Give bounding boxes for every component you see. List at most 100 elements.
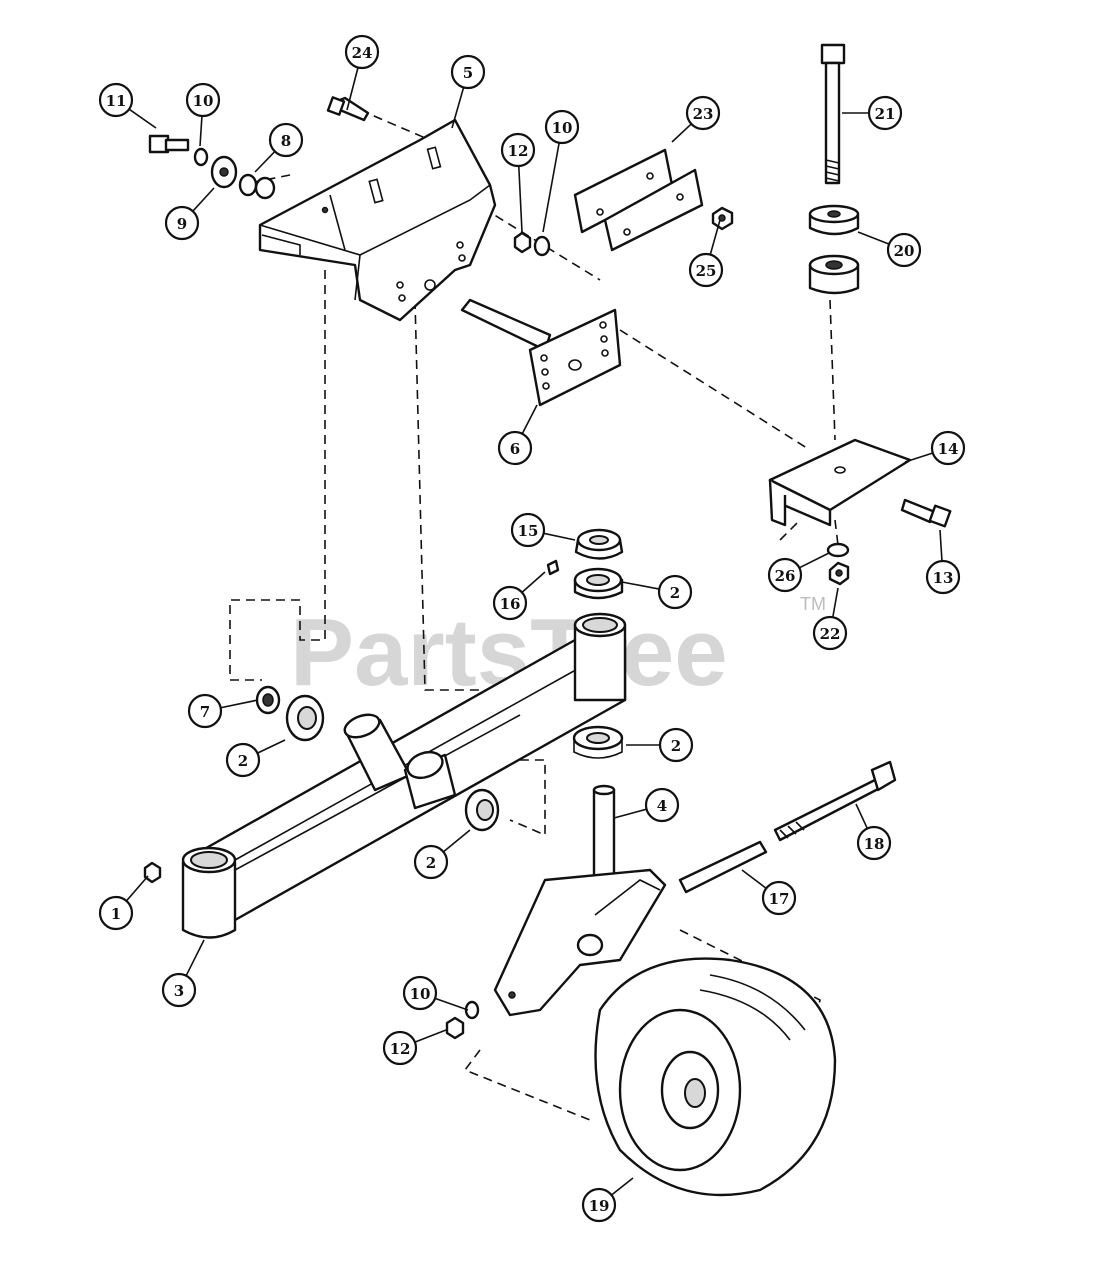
callout-leader bbox=[621, 581, 660, 590]
bearings-7-2 bbox=[255, 685, 624, 832]
callout-leader bbox=[414, 1029, 447, 1043]
callout-21: 21 bbox=[842, 95, 903, 131]
callout-label: 15 bbox=[518, 522, 539, 540]
callout-label: 18 bbox=[864, 835, 885, 853]
callout-leader bbox=[254, 150, 276, 173]
part-23-plates bbox=[573, 148, 704, 252]
callout-label: 23 bbox=[693, 105, 714, 123]
callout-label: 8 bbox=[281, 132, 291, 150]
callout-bubble bbox=[867, 95, 903, 131]
callout-label: 21 bbox=[875, 105, 896, 123]
callout-bubble bbox=[644, 787, 680, 823]
callout-8: 8 bbox=[254, 122, 304, 173]
callout-leader bbox=[798, 552, 830, 569]
callout-label: 5 bbox=[463, 64, 473, 82]
callout-label: 3 bbox=[174, 982, 184, 1000]
callout-11: 11 bbox=[98, 82, 157, 129]
callout-label: 19 bbox=[589, 1197, 610, 1215]
upper-bearing-stack bbox=[546, 528, 624, 600]
callout-leader bbox=[904, 452, 934, 463]
callout-label: 20 bbox=[894, 242, 915, 260]
callout-bubble bbox=[812, 615, 848, 651]
part-6-bracket bbox=[460, 298, 622, 407]
callout-label: 4 bbox=[657, 797, 667, 815]
callout-9: 9 bbox=[164, 187, 215, 241]
callout-3: 3 bbox=[161, 939, 205, 1008]
callout-leader bbox=[346, 67, 359, 111]
callout-19: 19 bbox=[581, 1177, 634, 1223]
callout-label: 16 bbox=[500, 595, 521, 613]
callout-label: 14 bbox=[938, 440, 959, 458]
callout-bubble bbox=[187, 693, 223, 729]
callout-bubble bbox=[344, 34, 380, 70]
callout-bubble bbox=[685, 95, 721, 131]
callout-2: 2 bbox=[626, 727, 694, 763]
callout-label: 24 bbox=[352, 44, 373, 62]
callout-leader bbox=[855, 803, 869, 829]
callout-10: 10 bbox=[402, 975, 469, 1011]
callout-label: 25 bbox=[696, 262, 717, 280]
callout-leader bbox=[442, 829, 471, 853]
callout-leader bbox=[613, 808, 647, 819]
part-24-bolt bbox=[326, 96, 370, 122]
callout-2: 2 bbox=[225, 739, 286, 778]
hardware-12-10 bbox=[513, 231, 551, 257]
callout-2: 2 bbox=[413, 829, 471, 880]
callout-14: 14 bbox=[904, 430, 966, 466]
callout-leader bbox=[517, 165, 523, 233]
callout-bubble bbox=[544, 109, 580, 145]
callout-label: 11 bbox=[106, 92, 127, 110]
callout-12: 12 bbox=[500, 132, 536, 233]
callout-leader bbox=[671, 123, 692, 143]
callout-bubble bbox=[492, 585, 528, 621]
callout-leader bbox=[257, 739, 286, 754]
part-3-main-arm bbox=[181, 612, 627, 939]
callout-13: 13 bbox=[925, 529, 961, 595]
callout-bubble bbox=[925, 559, 961, 595]
callout-bubble bbox=[382, 1030, 418, 1066]
callout-bubble bbox=[164, 205, 200, 241]
callout-bubble bbox=[658, 727, 694, 763]
callout-label: 7 bbox=[200, 703, 210, 721]
callout-bubble bbox=[402, 975, 438, 1011]
callout-7: 7 bbox=[187, 693, 259, 729]
hardware-11-10-9-8 bbox=[148, 134, 276, 200]
callout-17: 17 bbox=[741, 869, 797, 916]
callout-bubble bbox=[185, 82, 221, 118]
callout-12: 12 bbox=[382, 1029, 447, 1066]
callout-bubble bbox=[413, 844, 449, 880]
callout-label: 26 bbox=[775, 567, 796, 585]
callout-bubble bbox=[500, 132, 536, 168]
callout-6: 6 bbox=[497, 404, 538, 466]
callout-leader bbox=[220, 699, 259, 709]
callout-label: 1 bbox=[111, 905, 121, 923]
callout-label: 12 bbox=[390, 1040, 411, 1058]
callout-label: 13 bbox=[933, 569, 954, 587]
callout-label: 2 bbox=[670, 584, 680, 602]
callout-bubble bbox=[581, 1187, 617, 1223]
part-20-bushings bbox=[808, 204, 860, 295]
part-4-caster-fork bbox=[493, 784, 667, 1017]
callout-label: 6 bbox=[510, 440, 520, 458]
callout-16: 16 bbox=[492, 571, 546, 621]
callout-22: 22 bbox=[812, 587, 848, 651]
hardware-13-26-22 bbox=[826, 498, 952, 586]
callout-label: 2 bbox=[426, 854, 436, 872]
callout-label: 10 bbox=[410, 985, 431, 1003]
callout-bubble bbox=[930, 430, 966, 466]
watermark-trademark: TM bbox=[800, 594, 826, 614]
callout-leader bbox=[199, 115, 203, 147]
callout-18: 18 bbox=[855, 803, 892, 861]
callout-leader bbox=[434, 997, 469, 1011]
callout-bubble bbox=[688, 252, 724, 288]
callout-4: 4 bbox=[613, 787, 680, 823]
hardware-18-17 bbox=[678, 760, 897, 894]
callout-26: 26 bbox=[767, 552, 830, 593]
callout-label: 2 bbox=[671, 737, 681, 755]
callout-bubble bbox=[450, 54, 486, 90]
callout-bubble bbox=[510, 512, 546, 548]
callout-20: 20 bbox=[857, 231, 922, 268]
part-5-upper-bracket bbox=[258, 118, 497, 322]
callout-leader bbox=[857, 231, 890, 245]
callout-2: 2 bbox=[621, 574, 693, 610]
